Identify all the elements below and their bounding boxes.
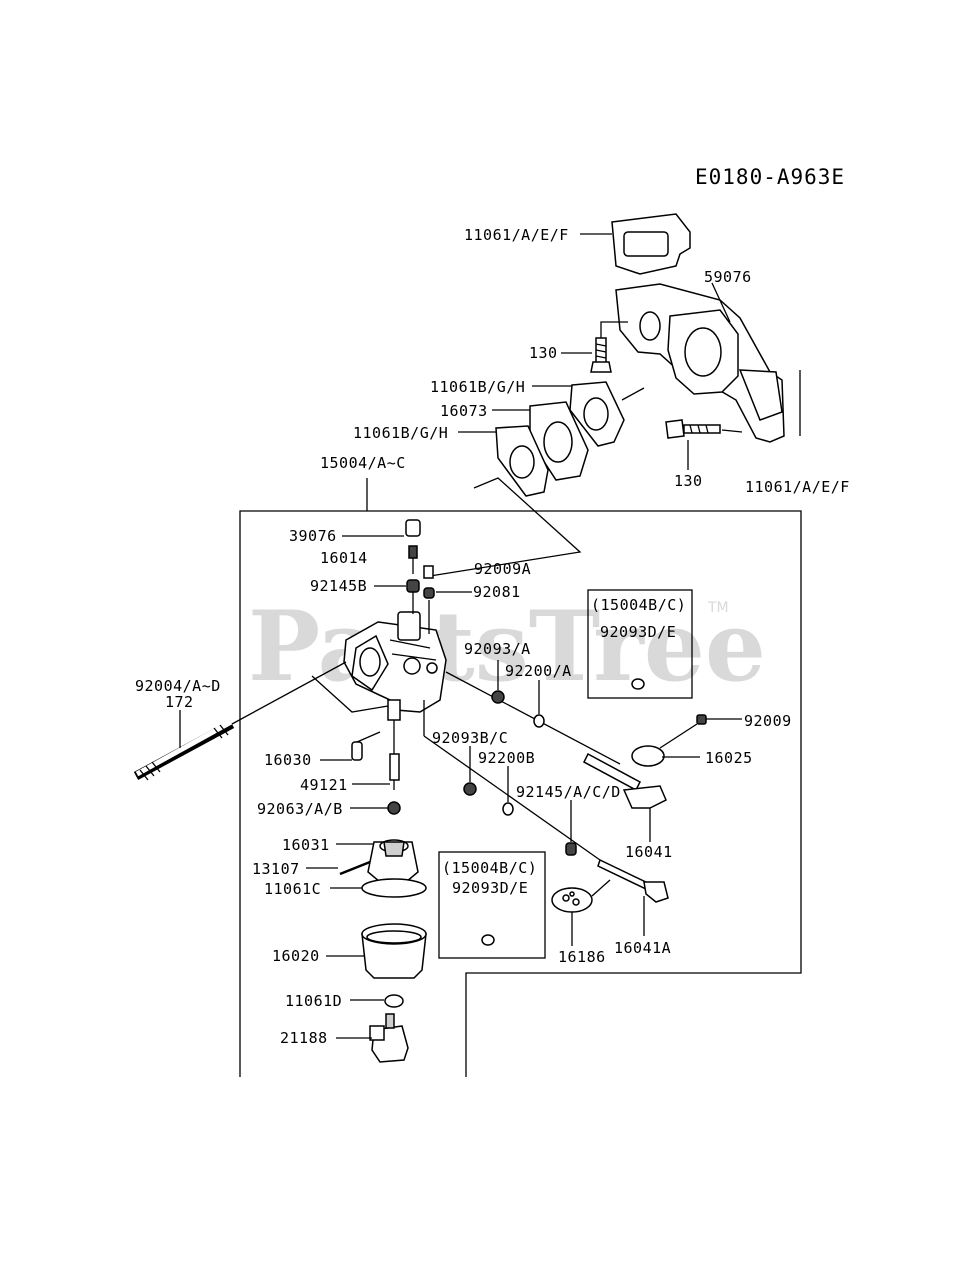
plug-92093de-1	[631, 678, 645, 690]
diagram-code: E0180-A963E	[695, 165, 845, 189]
gasket-11061b-lower	[495, 425, 549, 497]
label-49121: 49121	[300, 776, 348, 794]
seal-92093bc	[463, 782, 477, 796]
label-92145b: 92145B	[310, 577, 367, 595]
watermark: PartsTree	[248, 590, 766, 703]
float-bowl-16020	[361, 923, 427, 979]
washer-92063	[387, 801, 401, 815]
pin-16030	[351, 741, 363, 761]
gasket-11061-top	[611, 213, 691, 275]
label-11061-aef-top: 11061/A/E/F	[464, 226, 569, 244]
carburetor-body	[343, 611, 447, 721]
label-11061c: 11061C	[264, 880, 321, 898]
label-92009a: 92009A	[474, 560, 531, 578]
washer-92200b	[502, 802, 514, 816]
label-box2-a: (15004B/C)	[442, 859, 537, 877]
variant-box-2	[438, 851, 546, 959]
pin-13107	[339, 860, 371, 876]
label-92063: 92063/A/B	[257, 800, 343, 818]
label-16073: 16073	[440, 402, 488, 420]
intake-manifold-59076	[615, 283, 801, 443]
screw-92009	[696, 714, 707, 725]
label-92145acd: 92145/A/C/D	[516, 783, 621, 801]
label-16014: 16014	[320, 549, 368, 567]
label-172: 172	[165, 693, 194, 711]
throttle-axis-line	[445, 671, 621, 765]
label-16186: 16186	[558, 948, 606, 966]
bolt-130-top	[590, 337, 612, 373]
label-16030: 16030	[264, 751, 312, 769]
plug-92093de-2	[481, 934, 495, 946]
label-92009: 92009	[744, 712, 792, 730]
label-21188: 21188	[280, 1029, 328, 1047]
label-16020: 16020	[272, 947, 320, 965]
gasket-11061b-upper	[569, 381, 625, 447]
label-39076: 39076	[289, 527, 337, 545]
float-16031	[367, 839, 419, 883]
label-59076: 59076	[704, 268, 752, 286]
screw-16014	[408, 545, 418, 574]
choke-shaft-16041a	[597, 858, 669, 903]
washer-92200a	[533, 714, 545, 728]
label-16041: 16041	[625, 843, 673, 861]
assembly-frame	[239, 478, 802, 1077]
label-130-bottom: 130	[674, 472, 703, 490]
spring-92145acd	[565, 842, 577, 856]
label-16031: 16031	[282, 836, 330, 854]
screw-92009a	[423, 565, 434, 579]
label-16025: 16025	[705, 749, 753, 767]
cap-39076	[405, 519, 421, 537]
seal-92093a	[491, 690, 505, 704]
nut-92145b	[406, 579, 420, 593]
gasket-11061c	[361, 878, 427, 898]
label-11061b-1: 11061B/G/H	[430, 378, 525, 396]
label-92093bc: 92093B/C	[432, 729, 508, 747]
label-92200b: 92200B	[478, 749, 535, 767]
solenoid-21188	[369, 1013, 409, 1063]
washer-92081	[423, 587, 435, 599]
stud-92004	[133, 719, 235, 781]
label-13107: 13107	[252, 860, 300, 878]
label-130-top: 130	[529, 344, 558, 362]
label-92004: 92004/A~D	[135, 677, 221, 695]
throttle-shaft-16041	[583, 745, 667, 809]
label-11061d: 11061D	[285, 992, 342, 1010]
label-92081: 92081	[473, 583, 521, 601]
label-16041a: 16041A	[614, 939, 671, 957]
watermark-trademark: TM	[707, 600, 729, 616]
label-15004: 15004/A~C	[320, 454, 406, 472]
label-11061-aef-right: 11061/A/E/F	[745, 478, 850, 496]
label-box1-b: 92093D/E	[600, 623, 676, 641]
label-92093a: 92093/A	[464, 640, 531, 658]
gasket-11061d	[384, 994, 404, 1008]
label-11061b-2: 11061B/G/H	[353, 424, 448, 442]
bolt-130-bottom	[665, 419, 743, 439]
choke-plate-16186	[551, 887, 593, 913]
variant-box-1	[587, 589, 693, 699]
label-box1-a: (15004B/C)	[591, 596, 686, 614]
label-box2-b: 92093D/E	[452, 879, 528, 897]
label-92200a: 92200/A	[505, 662, 572, 680]
needle-49121	[389, 753, 400, 790]
